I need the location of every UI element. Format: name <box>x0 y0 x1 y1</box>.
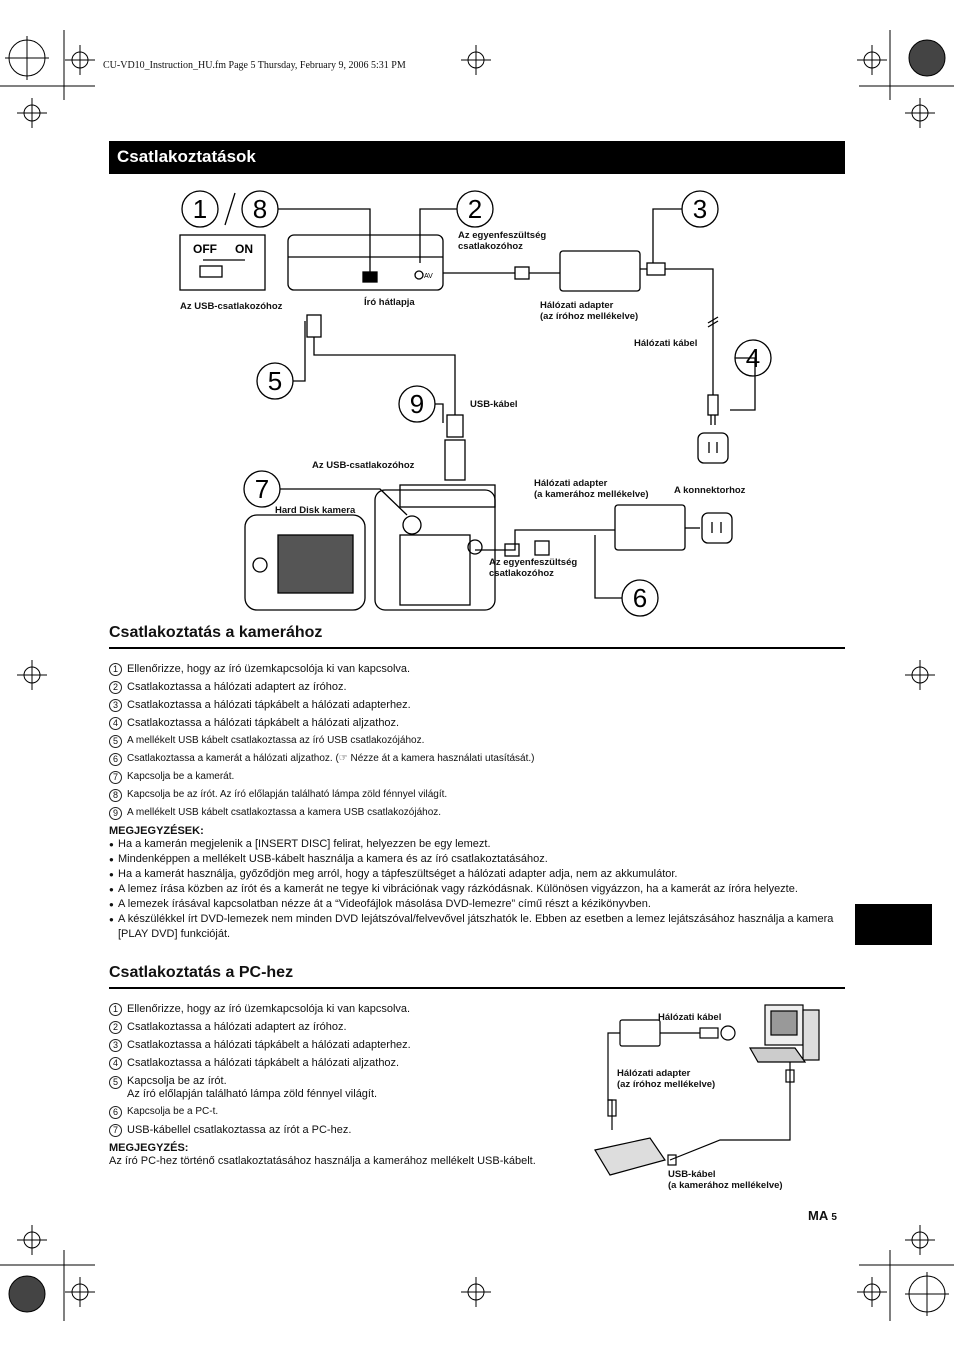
hdd-camera-label: Hard Disk kamera <box>275 505 356 516</box>
divider <box>109 987 845 989</box>
pc-adapter-label: Hálózati adapter (az íróhoz mellékelve) <box>617 1068 716 1090</box>
off-label: OFF <box>193 242 217 256</box>
divider <box>109 647 845 649</box>
pc-power-cable-label: Hálózati kábel <box>658 1012 722 1023</box>
av-label: AV <box>424 273 433 280</box>
dc-writer-label: Az egyenfeszültség csatlakozóhoz <box>458 230 547 252</box>
list-item: ●Ha a kamerán megjelenik a [INSERT DISC]… <box>109 838 491 850</box>
callout-1: 1 <box>193 194 207 224</box>
on-label: ON <box>235 242 253 256</box>
pc-note: Az író PC-hez történő csatlakoztatásához… <box>109 1155 536 1167</box>
outlet-label: A konnektorhoz <box>674 485 746 496</box>
pc-usb-cable-label: USB-kábel (a kamerához mellékelve) <box>668 1169 783 1191</box>
power-cable-label: Hálózati kábel <box>634 338 698 349</box>
usb-cable-label: USB-kábel <box>470 399 518 410</box>
list-item: ●A lemezek írásával kapcsolatban nézze á… <box>109 898 651 910</box>
dc-camera-label: Az egyenfeszültség csatlakozóhoz <box>489 557 578 579</box>
callout-5: 5 <box>268 366 282 396</box>
page-title: Csatlakoztatások <box>117 147 256 166</box>
callout-2: 2 <box>468 194 482 224</box>
list-item: ●A lemez írása közben az írót és a kamer… <box>109 883 798 895</box>
usb-camera-label: Az USB-csatlakozóhoz <box>312 460 415 471</box>
page-number: 5 <box>831 1212 837 1223</box>
notes-heading: MEGJEGYZÉSEK: <box>109 825 204 837</box>
callout-7: 7 <box>255 474 269 504</box>
list-item: ●Mindenképpen a mellékelt USB-kábelt has… <box>109 853 548 865</box>
callout-3: 3 <box>693 194 707 224</box>
ac-adapter-writer-label: Hálózati adapter (az íróhoz mellékelve) <box>540 300 639 322</box>
pc-section-heading: Csatlakoztatás a PC-hez <box>109 964 294 981</box>
file-header: CU-VD10_Instruction_HU.fm Page 5 Thursda… <box>103 60 406 71</box>
note-heading: MEGJEGYZÉS: <box>109 1142 189 1154</box>
list-item: ●Ha a kamerát használja, győződjön meg a… <box>109 868 678 880</box>
callout-9: 9 <box>410 389 424 419</box>
list-item: ●A készülékkel írt DVD-lemezek nem minde… <box>109 913 834 940</box>
pc-connection-diagram <box>594 1004 820 1176</box>
ac-adapter-camera-label: Hálózati adapter (a kamerához mellékelve… <box>534 478 649 500</box>
usb-writer-label: Az USB-csatlakozóhoz <box>180 301 283 312</box>
callout-4: 4 <box>746 343 760 373</box>
writer-back-label: Író hátlapja <box>364 297 415 308</box>
camera-section-heading: Csatlakoztatás a kamerához <box>109 624 323 641</box>
connection-diagram: OFF ON AV 1 8 2 3 4 5 9 7 6 <box>179 190 772 617</box>
page-footer: MA 5 <box>808 1208 837 1223</box>
title-bar: Csatlakoztatások <box>109 141 845 174</box>
side-tab <box>855 904 932 945</box>
callout-6: 6 <box>633 583 647 613</box>
ma-label: MA <box>808 1208 828 1223</box>
callout-8: 8 <box>253 194 267 224</box>
